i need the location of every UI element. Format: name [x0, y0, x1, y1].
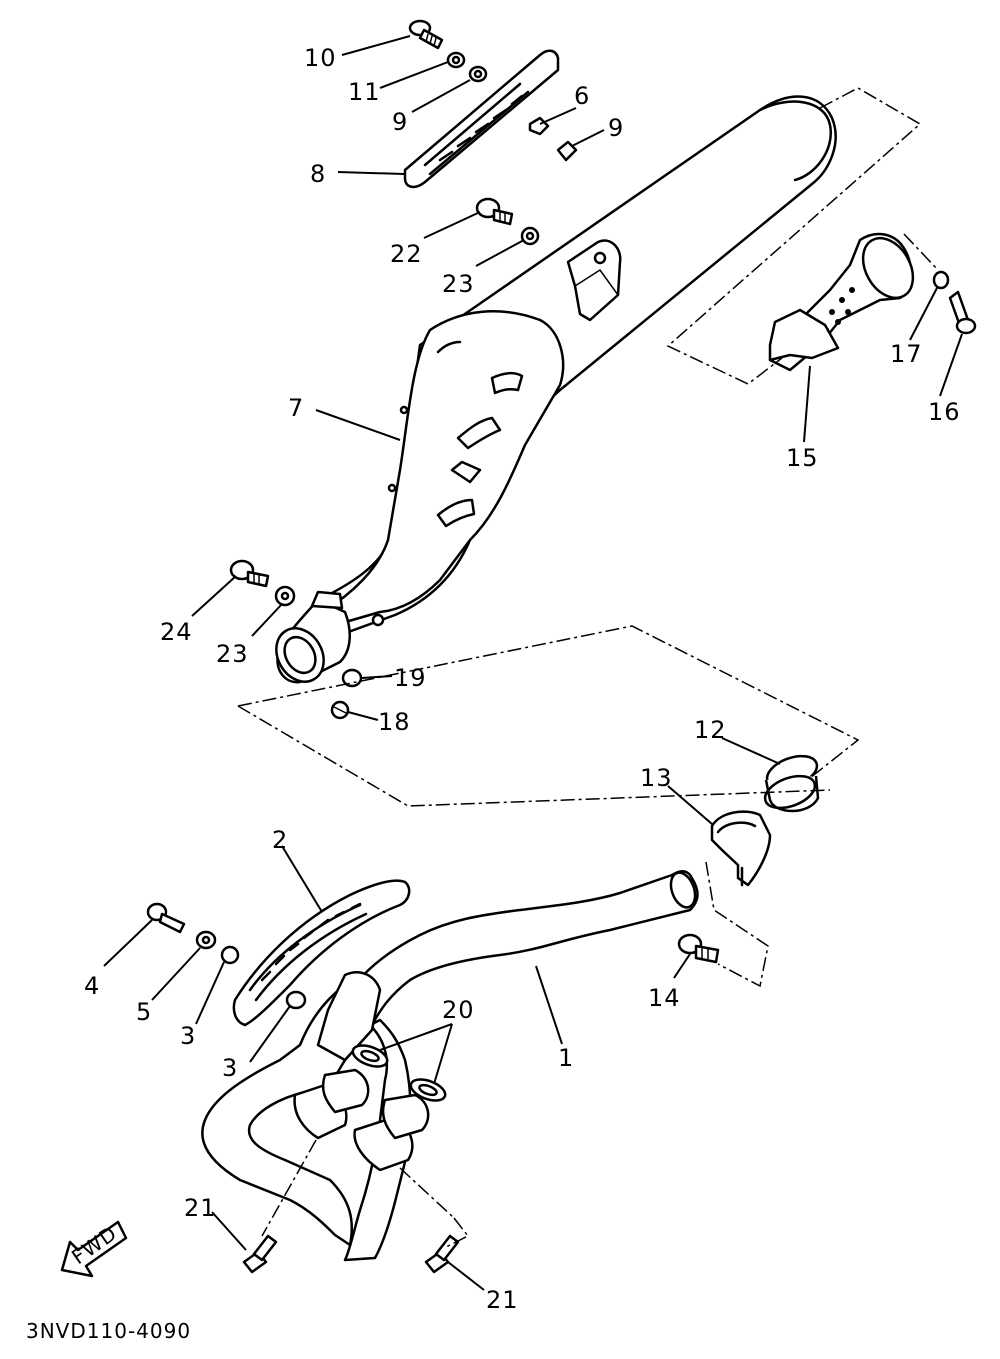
- bolt-24[interactable]: [229, 559, 270, 588]
- washer-23-upper[interactable]: [520, 226, 540, 246]
- callout-20: 20: [442, 996, 475, 1024]
- nut-6[interactable]: [528, 116, 550, 136]
- callout-15: 15: [786, 444, 819, 472]
- callout-5: 5: [136, 998, 152, 1026]
- washer-9-right[interactable]: [556, 140, 578, 162]
- bolt-18[interactable]: [330, 700, 350, 720]
- exhaust-pipe[interactable]: [201, 869, 699, 1262]
- callout-6: 6: [574, 82, 590, 110]
- washer-5[interactable]: [195, 930, 217, 950]
- callout-21-left: 21: [184, 1194, 217, 1222]
- callout-18: 18: [378, 708, 411, 736]
- bolt-21-left[interactable]: [242, 1234, 278, 1274]
- screw-4[interactable]: [146, 902, 186, 934]
- diagram-code: 3NVD110-4090: [26, 1319, 191, 1343]
- callout-13: 13: [640, 764, 673, 792]
- clamp-13[interactable]: [710, 810, 772, 887]
- callout-8: 8: [310, 160, 326, 188]
- gasket-20-a[interactable]: [350, 1041, 390, 1070]
- callout-7: 7: [288, 394, 304, 422]
- bolt-10[interactable]: [408, 19, 444, 50]
- callout-22: 22: [390, 240, 423, 268]
- callout-21-right: 21: [486, 1286, 519, 1314]
- bolt-14[interactable]: [677, 933, 720, 964]
- fwd-arrow-icon: FWD: [60, 1220, 128, 1278]
- callout-3-upper: 3: [180, 1022, 196, 1050]
- callout-23-lower: 23: [216, 640, 249, 668]
- callout-9-left: 9: [392, 108, 408, 136]
- callout-1: 1: [558, 1044, 574, 1072]
- callout-9-right: 9: [608, 114, 624, 142]
- gasket-20-b[interactable]: [408, 1075, 448, 1104]
- washer-9-left[interactable]: [468, 65, 488, 83]
- callout-24: 24: [160, 618, 193, 646]
- silencer-insert[interactable]: [768, 229, 923, 372]
- callout-14: 14: [648, 984, 681, 1012]
- bolt-16[interactable]: [948, 290, 977, 335]
- washer-23-lower[interactable]: [274, 585, 296, 607]
- callout-23-upper: 23: [442, 270, 475, 298]
- bolt-22[interactable]: [475, 197, 514, 226]
- washer-17[interactable]: [932, 270, 950, 290]
- callout-10: 10: [304, 44, 337, 72]
- nut-11[interactable]: [446, 51, 466, 69]
- muffler[interactable]: [267, 95, 837, 691]
- callout-16: 16: [928, 398, 961, 426]
- callout-17: 17: [890, 340, 923, 368]
- callout-19: 19: [394, 664, 427, 692]
- callout-12: 12: [694, 716, 727, 744]
- upper-heat-protector[interactable]: [403, 49, 560, 189]
- callout-4: 4: [84, 972, 100, 1000]
- callout-2: 2: [272, 826, 288, 854]
- callout-3-lower: 3: [222, 1054, 238, 1082]
- callout-11: 11: [348, 78, 381, 106]
- washer-3-upper[interactable]: [220, 945, 240, 965]
- washer-3-lower[interactable]: [285, 990, 307, 1010]
